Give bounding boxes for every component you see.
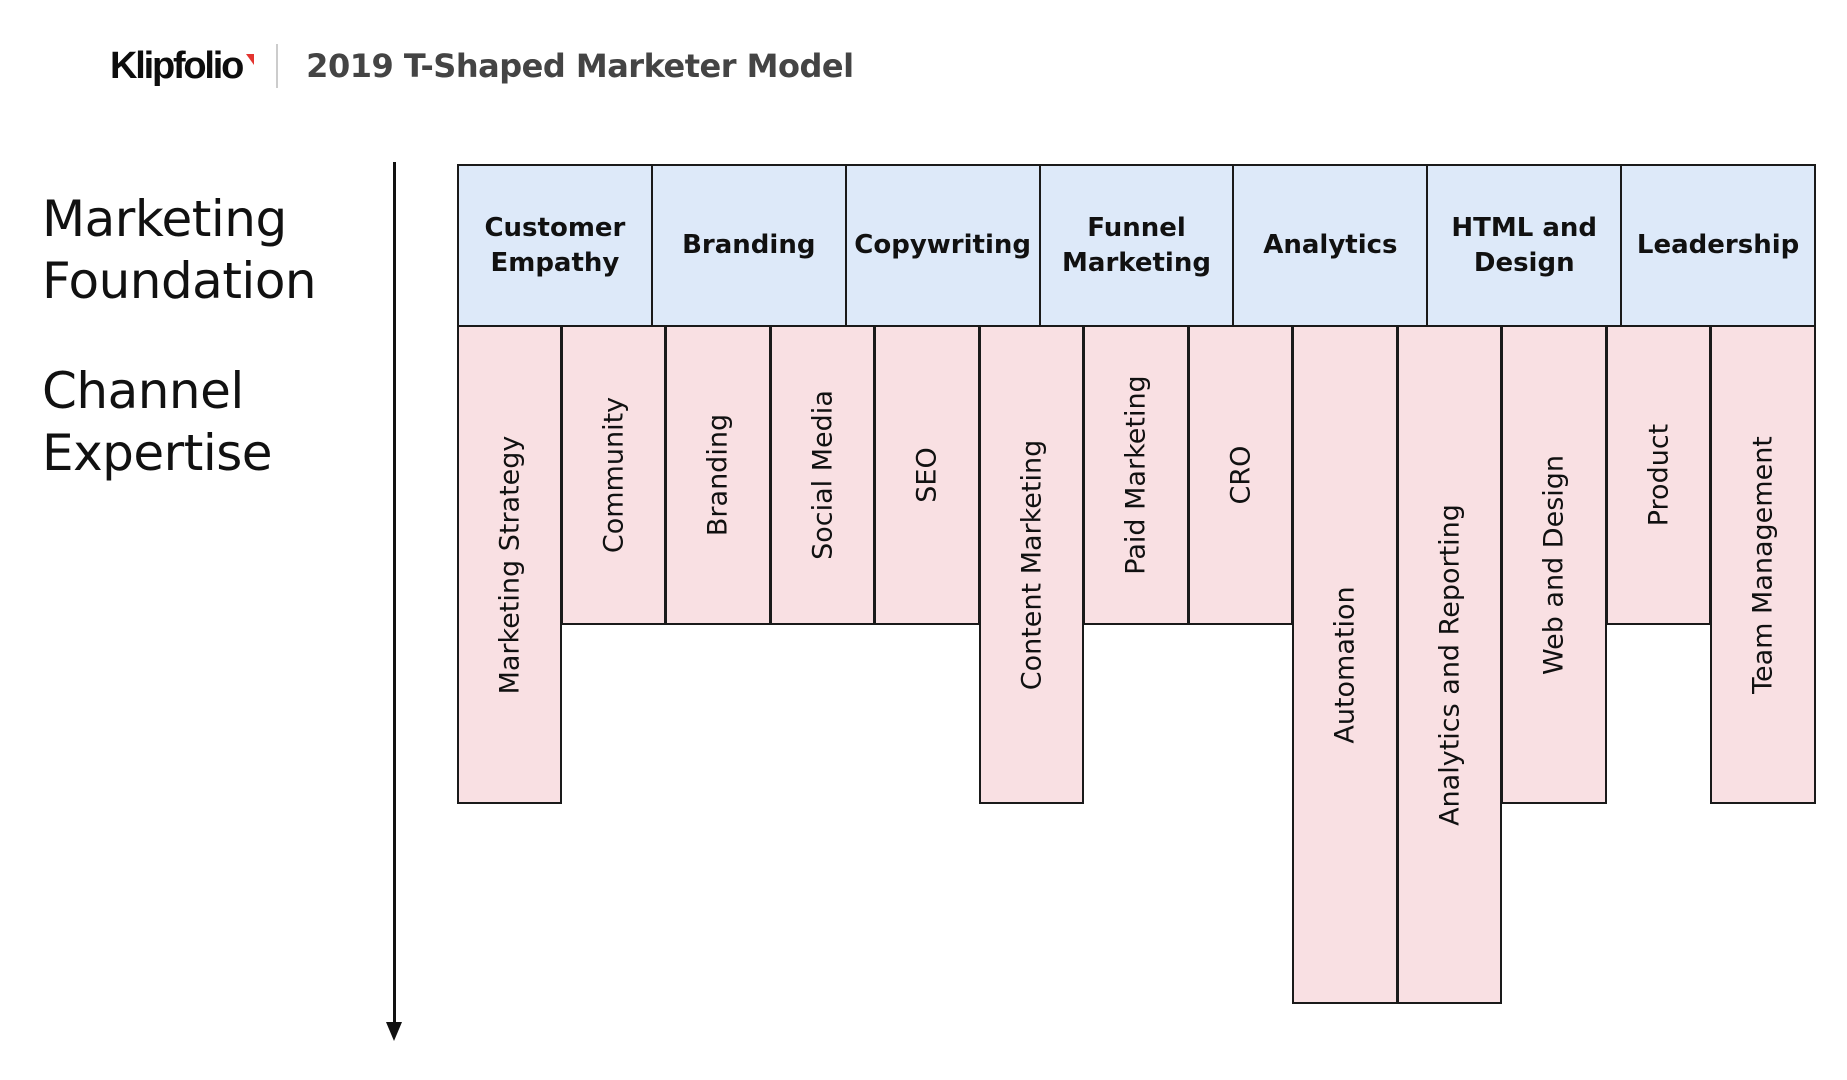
foundation-label-line2: Foundation — [42, 252, 317, 310]
channel-label: Product — [1643, 423, 1674, 527]
channel-label: Team Management — [1747, 435, 1779, 694]
channel-label: Analytics and Reporting — [1434, 503, 1465, 826]
foundation-cell: Customer Empathy — [457, 164, 653, 327]
channel-label-line1: Channel — [42, 362, 244, 420]
channel-bar: CRO — [1188, 325, 1293, 625]
logo-text: Klipfolio — [110, 44, 244, 87]
channel-label: CRO — [1225, 445, 1256, 505]
foundation-cell: Branding — [650, 164, 847, 327]
header-divider — [276, 44, 279, 88]
foundation-cell: Copywriting — [844, 164, 1041, 327]
channel-bar: Content Marketing — [979, 325, 1084, 804]
foundation-label-line1: Marketing — [42, 190, 287, 248]
foundation-cell: Funnel Marketing — [1038, 164, 1235, 327]
channel-bar: Automation — [1292, 325, 1398, 1004]
channel-bar: Web and Design — [1501, 325, 1607, 804]
channel-bar: Analytics and Reporting — [1397, 325, 1502, 1004]
channel-label: Branding — [702, 413, 734, 537]
channel-bar: Product — [1606, 325, 1711, 625]
channel-bar: Paid Marketing — [1083, 325, 1189, 625]
channel-bar: Team Management — [1710, 325, 1816, 804]
channel-label-line2: Expertise — [42, 424, 273, 482]
foundation-cell: Analytics — [1232, 164, 1429, 327]
down-arrow-icon — [386, 1022, 402, 1041]
channel-label: Content Marketing — [1016, 439, 1047, 690]
klipfolio-logo: Klipfolio — [110, 44, 255, 88]
foundation-cell: Leadership — [1620, 164, 1817, 327]
logo-mark-icon — [246, 53, 255, 65]
channel-label: Paid Marketing — [1120, 375, 1152, 575]
channel-bar: Social Media — [770, 325, 875, 625]
header: Klipfolio 2019 T-Shaped Marketer Model — [110, 36, 854, 96]
channel-expertise-label: Channel Expertise — [42, 360, 273, 484]
channel-label: Automation — [1329, 585, 1361, 744]
channel-label: Social Media — [807, 390, 838, 560]
marketing-foundation-label: Marketing Foundation — [42, 188, 317, 312]
page-title: 2019 T-Shaped Marketer Model — [306, 47, 854, 85]
foundation-cell: HTML and Design — [1426, 164, 1623, 327]
channel-label: Web and Design — [1538, 454, 1570, 675]
channel-bar: Marketing Strategy — [457, 325, 562, 804]
depth-axis-line — [393, 162, 396, 1025]
channel-label: Marketing Strategy — [494, 435, 525, 694]
channel-bar: SEO — [874, 325, 980, 625]
channel-expertise-bars: Marketing Strategy Community Branding Socia… — [457, 325, 1816, 1005]
channel-bar: Branding — [665, 325, 771, 625]
channel-bar: Community — [561, 325, 666, 625]
channel-label: SEO — [911, 447, 943, 503]
channel-label: Community — [598, 396, 629, 554]
